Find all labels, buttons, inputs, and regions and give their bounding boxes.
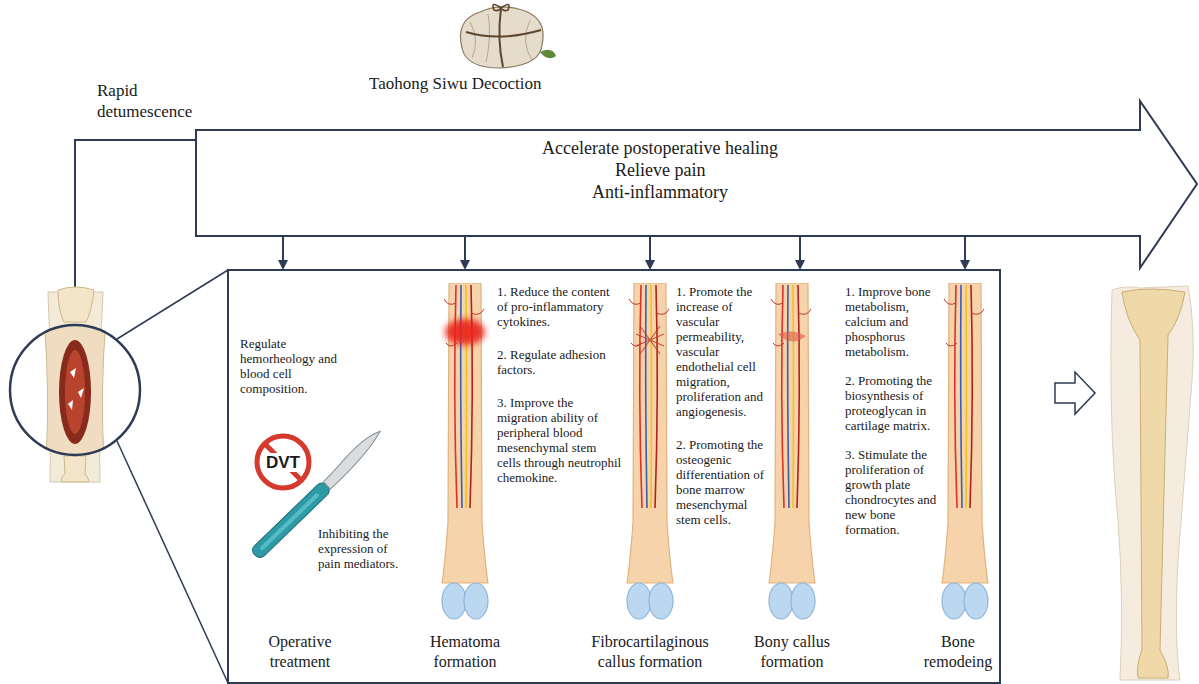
flow-line — [964, 236, 966, 262]
flow-arrow — [278, 236, 288, 270]
flow-line — [649, 236, 651, 262]
stage-name: Fibrocartilaginous callus formation — [584, 632, 716, 672]
bone-remodeling — [942, 283, 988, 619]
note-group: 1. Reduce the content of pro-inflammator… — [497, 284, 622, 485]
flow-arrow — [645, 236, 655, 270]
stage-column: 1. Promote the increase of vascular perm… — [580, 270, 770, 683]
mechanism-note: 3. Stimulate the proliferation of growth… — [845, 447, 937, 537]
diagram-title: Taohong Siwu Decoction — [369, 74, 542, 94]
stage-name: Hematoma formation — [422, 632, 508, 672]
flow-arrow — [460, 236, 470, 270]
effect-text: Anti-inflammatory — [592, 182, 728, 203]
zoom-line — [117, 270, 228, 339]
note-group: Inhibiting the expression of pain mediat… — [318, 526, 413, 571]
mechanism-note: 1. Promote the increase of vascular perm… — [676, 284, 768, 419]
stage-column: Regulate hemorheology and blood cell com… — [232, 270, 422, 683]
stage-frame — [228, 270, 1000, 683]
mechanism-note: 1. Improve bone metabolism, calcium and … — [845, 284, 937, 359]
zoom-line — [117, 441, 228, 683]
fibrous-callus — [636, 326, 664, 354]
bone-hematoma — [442, 283, 488, 619]
stage-name: Operative treatment — [254, 632, 346, 672]
effect-label: Rapid detumescence — [97, 80, 222, 122]
effect-band: Accelerate postoperative healingRelieve … — [195, 100, 1199, 236]
mechanism-note: 2. Regulate adhesion factors. — [497, 347, 622, 377]
bone-bony-callus — [769, 283, 815, 619]
hematoma — [445, 319, 485, 345]
arrow-head — [460, 260, 470, 270]
flow-arrow — [795, 236, 805, 270]
arrow-head — [960, 260, 970, 270]
mechanism-note: Inhibiting the expression of pain mediat… — [318, 526, 413, 571]
arrow-head — [795, 260, 805, 270]
effect-text: Accelerate postoperative healing — [542, 138, 778, 159]
mechanism-note: 1. Reduce the content of pro-inflammator… — [497, 284, 622, 329]
note-group: 1. Promote the increase of vascular perm… — [676, 284, 768, 527]
arrow-head — [278, 260, 288, 270]
mechanism-note: Regulate hemorheology and blood cell com… — [240, 336, 345, 396]
result-arrow — [1055, 372, 1095, 414]
healed-leg — [1111, 286, 1193, 680]
arrow-head — [645, 260, 655, 270]
mechanism-note: 2. Promoting the biosynthesis of proteog… — [845, 373, 937, 433]
mechanism-note: 3. Improve the migration ability of peri… — [497, 395, 622, 485]
fractured-leg — [0, 287, 160, 482]
stage-name: Bone remodeing — [918, 632, 998, 672]
no-dvt-sign — [257, 436, 309, 488]
flow-arrow — [960, 236, 970, 270]
mechanism-note: 2. Promoting the osteogenic differentiat… — [676, 437, 768, 527]
note-group: Regulate hemorheology and blood cell com… — [240, 336, 345, 396]
bone-fibrocartilage — [627, 283, 673, 619]
band-arrow-shape — [196, 101, 1197, 268]
flow-line — [282, 236, 284, 262]
bony-callus — [778, 331, 806, 341]
effect-text: Relieve pain — [615, 160, 705, 181]
dvt-label: DVT — [265, 453, 301, 472]
herb-bundle — [460, 4, 556, 68]
stage-column: 1. Reduce the content of pro-inflammator… — [425, 270, 625, 683]
stage-name: Bony callus formation — [736, 632, 848, 672]
flow-line — [464, 236, 466, 262]
note-group: 1. Improve bone metabolism, calcium and … — [845, 284, 937, 537]
flow-line — [799, 236, 801, 262]
